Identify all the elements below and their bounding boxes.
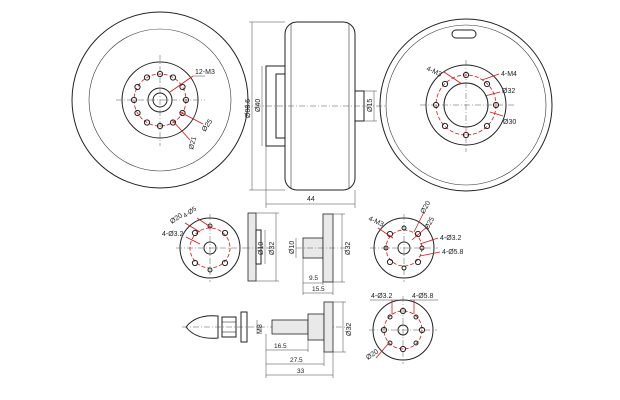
prop-len275-label: 27.5 <box>290 357 303 364</box>
back-rim-circle <box>385 24 547 186</box>
prop-dia32-label: Ø32 <box>346 323 353 336</box>
front-leader-25 <box>179 111 204 125</box>
mount-plate-left: Ø20 4-Ø5 4-Ø3.2 <box>162 205 244 282</box>
prop-mount-holes58-label: 4-Ø5.8 <box>412 293 434 300</box>
mount-side-dia10-label: Ø10 <box>258 242 265 255</box>
front-inner-circle <box>88 28 232 172</box>
front-view: 12-M3 Ø25 Ø21 <box>71 11 249 189</box>
prop-mount-plate: 4-Ø3.2 4-Ø5.8 Ø20 <box>365 293 438 364</box>
back-slot <box>451 29 477 39</box>
front-dia-large-label: Ø25 <box>201 118 214 133</box>
mount-right-dia20-label: Ø20 <box>420 200 433 215</box>
mount-side-dia32-label: Ø32 <box>269 242 276 255</box>
side-shaft-dia-label: Ø40 <box>255 99 262 112</box>
mount-side-plate <box>247 212 257 282</box>
back-leader-4m3 <box>443 71 463 85</box>
back-leader-4m4 <box>481 73 500 81</box>
back-view: 4-M3 4-M4 Ø32 Ø30 <box>379 18 553 192</box>
prop-mount-dia20-label: Ø20 <box>365 348 380 361</box>
mount-left-holes-top-label: 4-Ø5 <box>182 205 198 219</box>
prop-len33-label: 33 <box>297 368 305 375</box>
back-holes-right-label: 4-M4 <box>501 71 517 78</box>
back-dia-32-label: Ø32 <box>502 88 515 95</box>
side-body-dia-label: Ø88.6 <box>245 99 252 118</box>
adapter-len155-label: 15.5 <box>312 286 325 293</box>
mount-plate-side: Ø10 Ø32 <box>244 212 279 282</box>
prop-flange <box>323 301 334 353</box>
front-dia-small-label: Ø21 <box>188 136 198 151</box>
mount-plate-right: 4-M3 Ø20 Ø25 4-Ø3.2 4-Ø5.8 <box>367 200 464 282</box>
front-leader-12m3 <box>169 75 194 93</box>
front-outer-circle <box>71 11 249 189</box>
prop-adapter: M8 Ø32 16.5 27.5 33 <box>182 301 353 378</box>
side-rear-dia-label: Ø15 <box>367 99 374 112</box>
mount-left-holes-label: 4-Ø3.2 <box>162 231 184 238</box>
back-holes-left-label: 4-M3 <box>425 65 443 78</box>
mount-right-holes58-label: 4-Ø5.8 <box>442 249 464 256</box>
prop-thread-label: M8 <box>257 324 264 334</box>
back-dia-30-label: Ø30 <box>503 119 516 126</box>
prop-mount-holes32-label: 4-Ø3.2 <box>371 293 393 300</box>
prop-nut <box>221 316 237 338</box>
mount-right-holes32-label: 4-Ø3.2 <box>440 235 462 242</box>
back-bolt-holes <box>432 71 500 139</box>
prop-washer <box>240 311 248 343</box>
side-view: Ø88.6 Ø40 Ø15 44 <box>244 21 385 208</box>
adapter-len95-label: 9.5 <box>309 275 318 282</box>
front-bolt-holes <box>130 70 190 130</box>
side-width-label: 44 <box>307 196 315 203</box>
prop-len165-label: 16.5 <box>274 343 287 350</box>
adapter-side: Ø10 Ø32 9.5 15.5 <box>289 213 352 295</box>
prop-boss <box>307 313 325 341</box>
mount-right-m3-label: 4-M3 <box>367 215 385 228</box>
adapter-dia10-label: Ø10 <box>289 241 296 254</box>
back-outer-circle <box>379 18 553 192</box>
front-holes-label: 12-M3 <box>195 69 215 76</box>
adapter-dia32-label: Ø32 <box>345 242 352 255</box>
front-leader-21 <box>171 119 191 141</box>
prop-shaft <box>271 319 309 335</box>
mount-right-dia25-label: Ø25 <box>424 216 437 231</box>
